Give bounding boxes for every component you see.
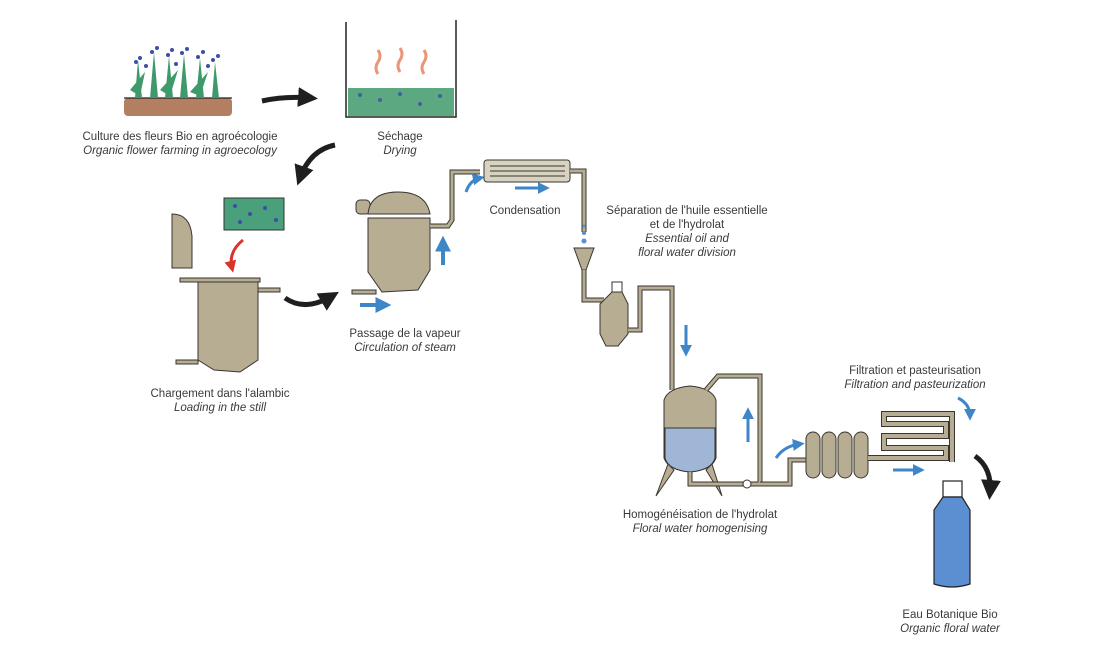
label-fr: Filtration et pasteurisation	[849, 365, 981, 377]
step-label-drying: Séchage Drying	[340, 130, 460, 158]
label-en: Floral water homogenising	[632, 523, 768, 535]
loading-arrow	[224, 238, 244, 273]
flow-arrow	[774, 438, 805, 459]
label-fr: Condensation	[489, 205, 561, 217]
label-fr: Séchage	[377, 131, 423, 143]
valve-icon	[742, 479, 752, 489]
process-arrow	[283, 291, 339, 311]
steam-arrow	[464, 173, 485, 193]
flow-arrow	[957, 396, 976, 421]
label-fr: Passage de la vapeur	[349, 328, 461, 340]
step-label-separation: Séparation de l'huile essentielle et de …	[592, 204, 782, 260]
step-label-farming: Culture des fleurs Bio en agroécologie O…	[40, 130, 320, 158]
label-en: Loading in the still	[173, 402, 267, 414]
step-label-condensation: Condensation	[480, 204, 570, 218]
label-en: Essential oil and	[645, 233, 729, 245]
step-label-product: Eau Botanique Bio Organic floral water	[880, 608, 1020, 636]
step-label-homogenising: Homogénéisation de l'hydrolat Floral wat…	[600, 508, 800, 536]
step-label-loading: Chargement dans l'alambic Loading in the…	[130, 387, 310, 415]
label-fr-line2: et de l'hydrolat	[649, 219, 725, 231]
step-label-steam: Passage de la vapeur Circulation of stea…	[330, 327, 480, 355]
basket-icon	[223, 197, 285, 231]
still-tank-icon	[171, 213, 281, 373]
step-label-filtration: Filtration et pasteurisation Filtration …	[830, 364, 1000, 392]
separator-icon	[573, 247, 675, 390]
steam-still-icon	[351, 169, 480, 295]
pasteurizer-coil-icon	[868, 411, 955, 462]
condenser-icon	[483, 159, 587, 232]
label-en: Filtration and pasteurization	[844, 379, 986, 391]
heat-waves-icon	[374, 47, 428, 75]
process-arrow	[294, 142, 336, 186]
process-arrow	[973, 453, 1001, 500]
label-fr: Chargement dans l'alambic	[150, 388, 290, 400]
label-en: Organic flower farming in agroecology	[83, 145, 277, 157]
label-en: Circulation of steam	[354, 342, 456, 354]
label-fr: Séparation de l'huile essentielle	[606, 205, 768, 217]
process-arrow	[261, 87, 318, 108]
label-fr: Culture des fleurs Bio en agroécologie	[82, 131, 278, 143]
filter-icon	[805, 431, 869, 479]
label-en: Drying	[383, 145, 417, 157]
label-en: Organic floral water	[900, 623, 1000, 635]
label-fr: Eau Botanique Bio	[902, 609, 998, 621]
label-fr: Homogénéisation de l'hydrolat	[622, 509, 778, 521]
label-en-line2: floral water division	[638, 247, 736, 259]
drying-box-icon	[345, 20, 457, 118]
drops-icon	[581, 224, 587, 244]
homogenizer-tank-icon	[655, 373, 806, 497]
bottle-icon	[933, 480, 971, 588]
flower-field-icon	[124, 46, 232, 116]
